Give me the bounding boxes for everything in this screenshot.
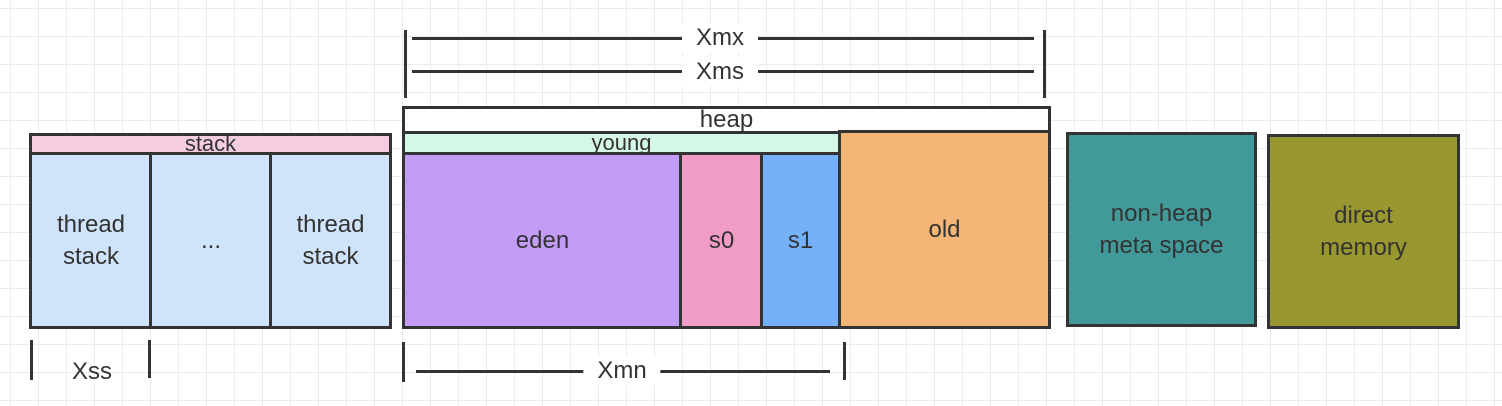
xms-label: Xms [682, 58, 758, 86]
xmn-right-tick [843, 342, 846, 380]
old-generation: old [838, 130, 1051, 329]
xmn-left-tick [402, 342, 405, 382]
xss-label: Xss [71, 358, 113, 385]
xmx-right-tick [1043, 30, 1046, 98]
thread-stack-cell: thread stack [269, 152, 392, 329]
survivor-s0: s0 [679, 152, 764, 329]
thread-stack-cell: thread stack [29, 152, 153, 329]
xmx-left-tick [404, 30, 407, 98]
survivor-s1: s1 [760, 152, 841, 329]
xmn-label: Xmn [583, 357, 661, 385]
xmx-label: Xmx [682, 24, 758, 52]
eden-space: eden [402, 152, 683, 329]
non-heap-meta-space: non-heap meta space [1066, 132, 1257, 327]
direct-memory: direct memory [1267, 134, 1460, 329]
xss-left-tick [30, 340, 33, 380]
thread-stack-ellipsis-cell: ... [149, 152, 273, 329]
xss-right-tick [148, 340, 151, 378]
